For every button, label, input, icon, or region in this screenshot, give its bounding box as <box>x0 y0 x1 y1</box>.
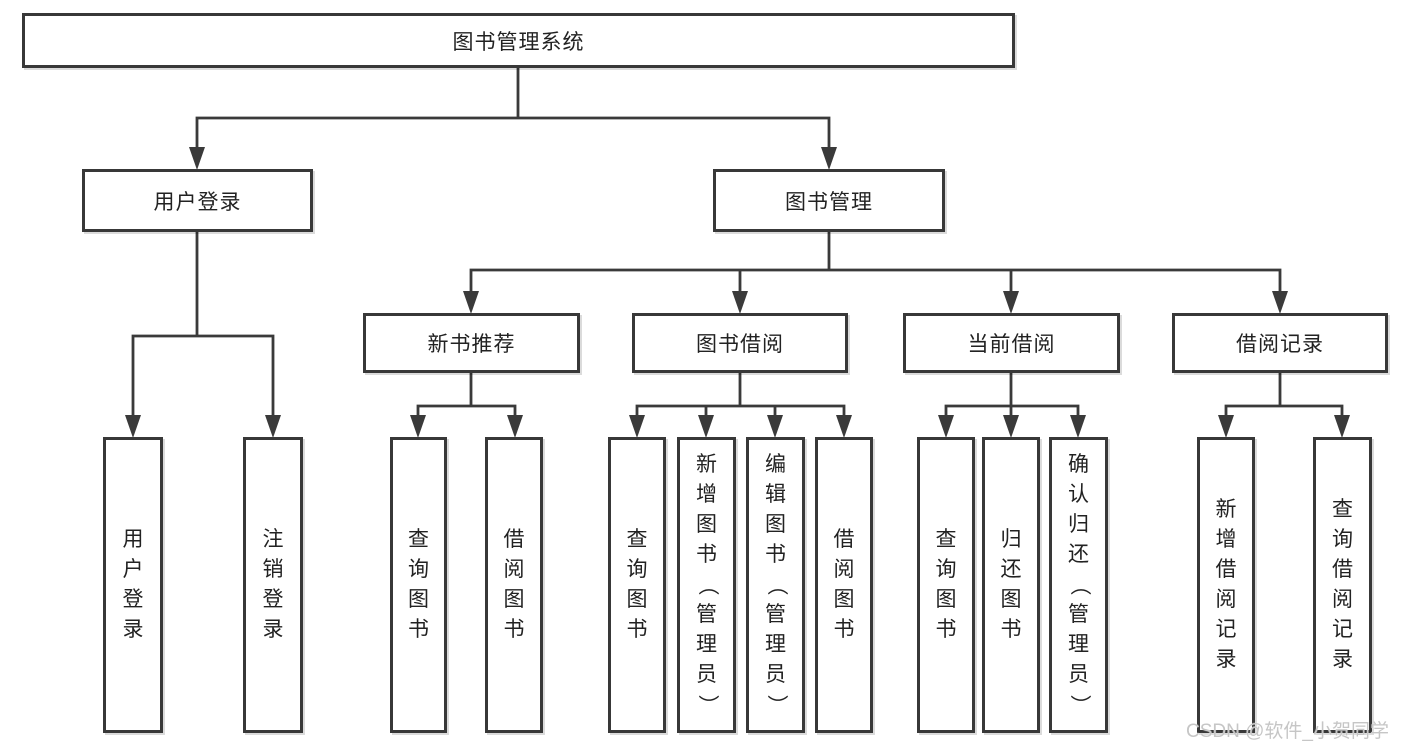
leaf-borrow-books-recommend: 借阅图书 <box>485 437 543 733</box>
node-book-management: 图书管理 <box>713 169 945 232</box>
node-user-login: 用户登录 <box>82 169 313 232</box>
leaf-add-borrow-record: 新增借阅记录 <box>1197 437 1255 733</box>
leaf-query-books-recommend: 查询图书 <box>390 437 447 733</box>
node-library-management-system: 图书管理系统 <box>22 13 1015 68</box>
node-label: 图书管理 <box>785 190 873 214</box>
node-label: 确认归还（管理员） <box>1067 453 1091 716</box>
node-label: 新书推荐 <box>427 333 516 356</box>
leaf-query-borrow-record: 查询借阅记录 <box>1313 437 1372 733</box>
node-label: 用户登录 <box>122 528 144 641</box>
node-label: 归还图书 <box>1000 528 1022 641</box>
node-label: 当前借阅 <box>967 333 1056 356</box>
node-label: 借阅图书 <box>833 528 855 641</box>
leaf-borrow-books: 借阅图书 <box>815 437 873 733</box>
node-label: 图书借阅 <box>696 333 784 356</box>
leaf-return-books: 归还图书 <box>982 437 1040 733</box>
leaf-query-books-borrow: 查询图书 <box>608 437 666 733</box>
node-label: 查询图书 <box>935 528 957 641</box>
node-label: 新增借阅记录 <box>1215 498 1237 671</box>
leaf-edit-books-admin: 编辑图书（管理员） <box>746 437 805 733</box>
node-label: 借阅图书 <box>503 528 525 641</box>
node-label: 借阅记录 <box>1236 333 1324 356</box>
leaf-logout: 注销登录 <box>243 437 303 733</box>
node-label: 查询图书 <box>408 528 429 641</box>
node-label: 图书管理系统 <box>452 30 585 54</box>
leaf-confirm-return-admin: 确认归还（管理员） <box>1049 437 1108 733</box>
node-label: 查询借阅记录 <box>1332 498 1353 671</box>
node-new-book-recommend: 新书推荐 <box>363 313 580 373</box>
node-label: 新增图书（管理员） <box>695 453 719 716</box>
csdn-watermark: CSDN @软件_小贺同学 <box>1186 721 1389 742</box>
node-label: 查询图书 <box>626 528 648 641</box>
node-borrow-records: 借阅记录 <box>1172 313 1388 373</box>
leaf-add-books-admin: 新增图书（管理员） <box>677 437 736 733</box>
node-current-borrow: 当前借阅 <box>903 313 1120 373</box>
node-label: 编辑图书（管理员） <box>764 453 788 716</box>
leaf-query-books-current: 查询图书 <box>917 437 975 733</box>
node-book-borrow: 图书借阅 <box>632 313 848 373</box>
leaf-user-login: 用户登录 <box>103 437 163 733</box>
node-label: 用户登录 <box>153 190 242 214</box>
node-label: 注销登录 <box>262 528 284 641</box>
